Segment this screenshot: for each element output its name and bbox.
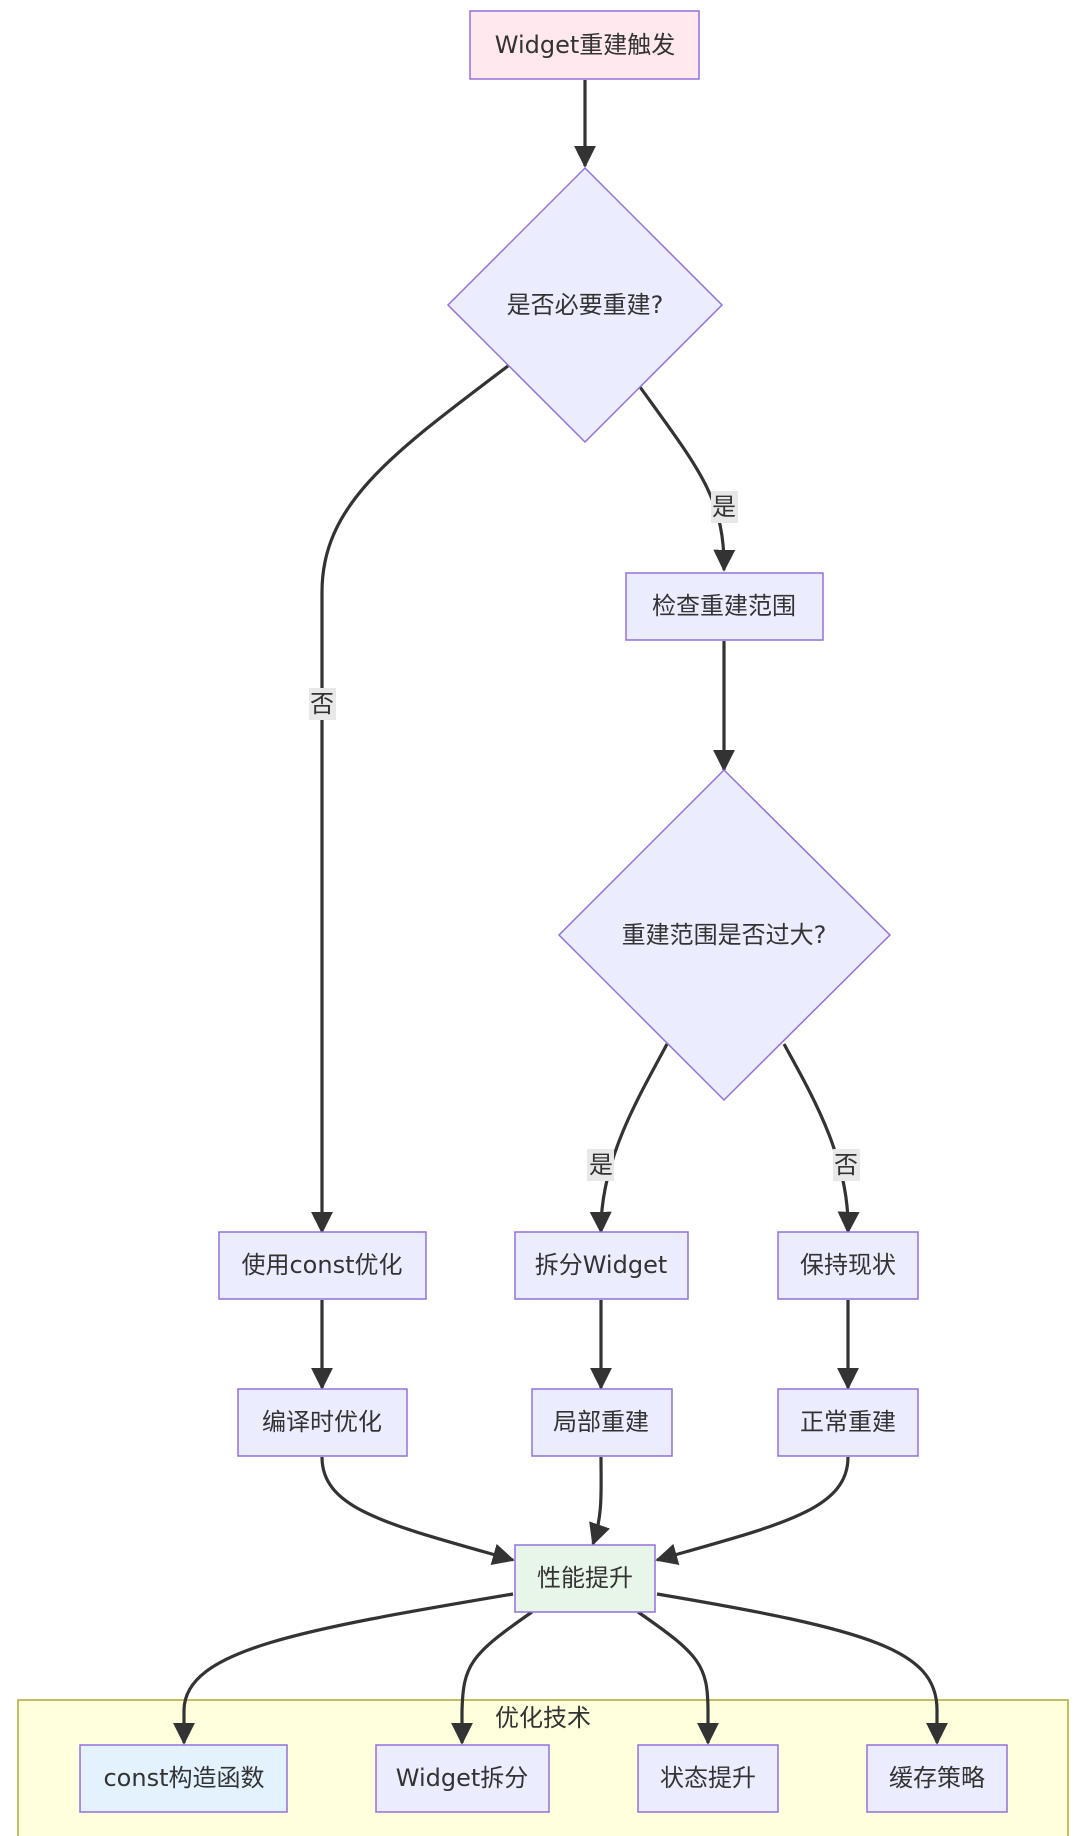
node-check-scope: 检查重建范围	[625, 572, 824, 641]
node-decision1: 是否必要重建?	[446, 166, 724, 444]
edge-label-decision2-yes: 是	[589, 1151, 613, 1179]
edge-decision2-to-keep	[782, 1043, 860, 1234]
node-partial-rebuild: 局部重建	[531, 1388, 673, 1457]
node-const-ctor: const构造函数	[79, 1744, 288, 1813]
node-perf-boost: 性能提升	[514, 1544, 656, 1613]
node-start: Widget重建触发	[469, 10, 700, 80]
edge-decision2-to-split	[589, 1043, 669, 1234]
node-cache-strategy-label: 缓存策略	[889, 1764, 985, 1792]
edge-perf-to-cache	[656, 1592, 948, 1745]
edge-decision1-to-use-const	[311, 364, 509, 1234]
edge-label-decision2-no: 否	[834, 1151, 858, 1179]
edge-label-decision1-no: 否	[310, 690, 334, 718]
node-state-lift-label: 状态提升	[660, 1764, 756, 1792]
edge-compile-to-perf	[320, 1456, 515, 1566]
node-decision1-label: 是否必要重建?	[507, 291, 664, 319]
edge-perf-to-state-lift	[637, 1610, 719, 1745]
node-widget-split: Widget拆分	[375, 1744, 550, 1813]
edge-decision1-to-check-scope	[638, 386, 736, 572]
node-split-widget: 拆分Widget	[514, 1231, 689, 1300]
node-use-const: 使用const优化	[218, 1231, 427, 1300]
node-decision2-label: 重建范围是否过大?	[622, 921, 827, 949]
node-check-scope-label: 检查重建范围	[652, 592, 796, 620]
edge-labels: 是 否 是 否	[309, 491, 860, 1181]
node-compile-opt-label: 编译时优化	[262, 1408, 382, 1436]
subgraph-title: 优化技术	[495, 1704, 591, 1732]
edges	[173, 80, 948, 1745]
edge-perf-to-widget-split	[451, 1610, 533, 1745]
edge-label-decision1-yes: 是	[712, 493, 736, 521]
node-use-const-label: 使用const优化	[241, 1251, 402, 1279]
node-decision2: 重建范围是否过大?	[557, 768, 892, 1102]
edge-normal-to-perf	[655, 1456, 850, 1566]
node-split-widget-label: 拆分Widget	[535, 1251, 668, 1279]
node-partial-rebuild-label: 局部重建	[553, 1408, 649, 1436]
node-normal-rebuild: 正常重建	[777, 1388, 919, 1457]
node-compile-opt: 编译时优化	[237, 1388, 408, 1457]
node-const-ctor-label: const构造函数	[103, 1764, 264, 1792]
edge-perf-to-const-ctor	[173, 1592, 514, 1745]
node-state-lift: 状态提升	[637, 1744, 779, 1813]
node-cache-strategy: 缓存策略	[866, 1744, 1008, 1813]
edge-partial-to-perf	[589, 1456, 610, 1546]
node-keep-status-label: 保持现状	[800, 1251, 896, 1279]
node-normal-rebuild-label: 正常重建	[800, 1408, 896, 1436]
node-keep-status: 保持现状	[777, 1231, 919, 1300]
node-start-label: Widget重建触发	[495, 31, 676, 59]
node-widget-split-label: Widget拆分	[396, 1764, 529, 1792]
node-perf-boost-label: 性能提升	[537, 1564, 633, 1592]
